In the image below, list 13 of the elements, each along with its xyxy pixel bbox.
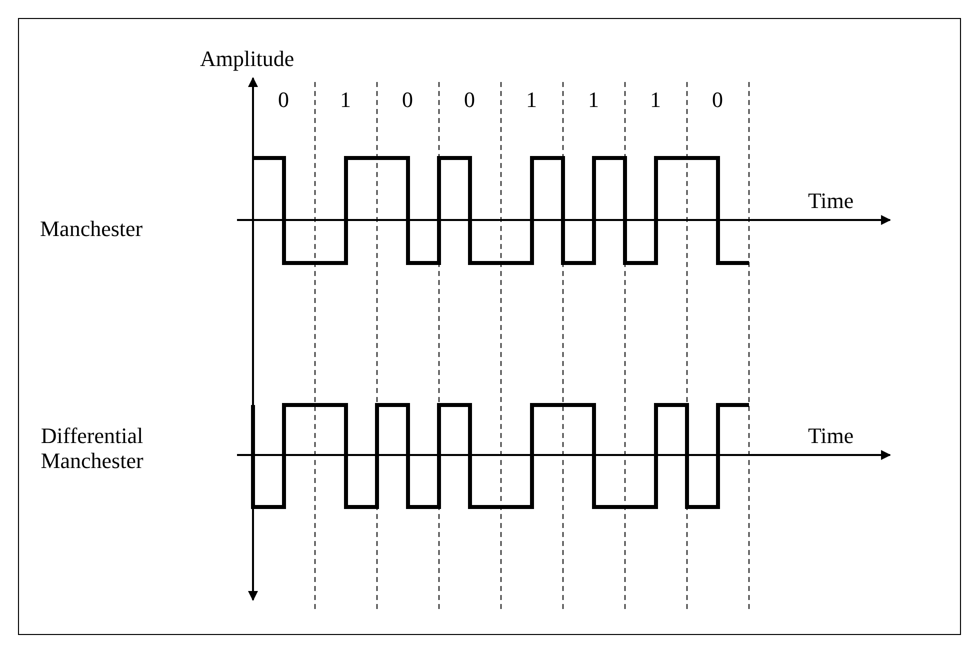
signal-label: Manchester (40, 216, 143, 242)
bit-value: 0 (464, 87, 475, 112)
bit-value: 1 (340, 87, 351, 112)
bit-value: 1 (526, 87, 537, 112)
bit-value: 0 (712, 87, 723, 112)
signal-label: Differential Manchester (40, 423, 144, 474)
axis-label: Time (808, 188, 854, 214)
bit-value: 0 (278, 87, 289, 112)
axis-label: Amplitude (200, 46, 294, 72)
bit-value: 1 (650, 87, 661, 112)
bit-value: 0 (402, 87, 413, 112)
axis-label: Time (808, 423, 854, 448)
bit-value: 1 (588, 87, 599, 112)
